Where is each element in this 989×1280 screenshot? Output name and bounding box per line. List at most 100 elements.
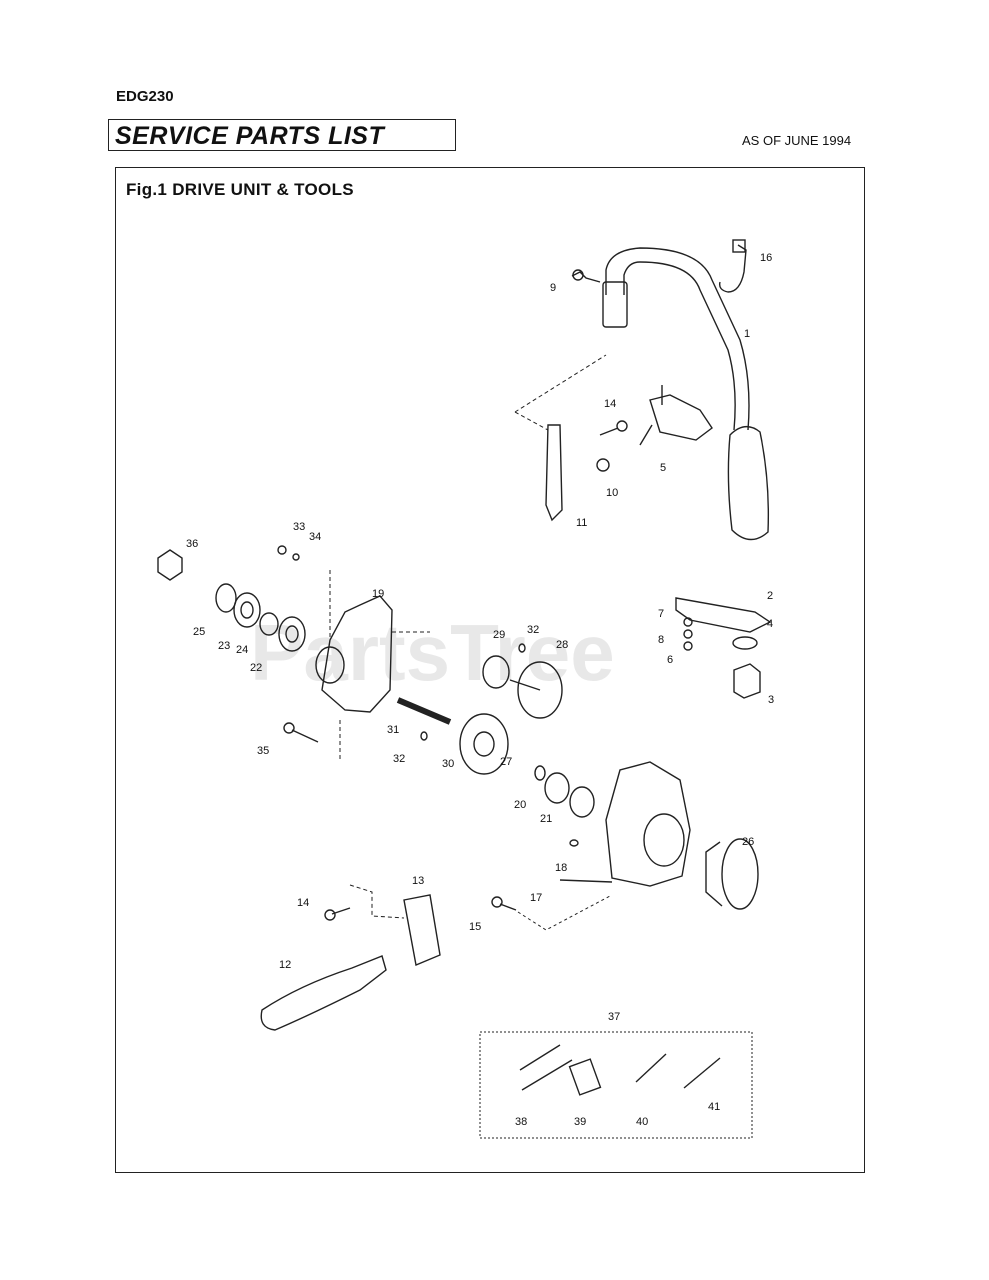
callout-10: 10 <box>606 487 618 499</box>
pin-18 <box>569 839 579 847</box>
callout-labels: 1 2 3 4 5 6 7 8 9 10 11 12 13 14 14 15 1… <box>186 252 774 1128</box>
bolt-35 <box>291 729 319 743</box>
callout-1: 1 <box>744 328 750 340</box>
gear-housing <box>605 761 691 887</box>
callout-8: 8 <box>658 634 664 646</box>
key-32-upper <box>518 643 526 653</box>
model-number: EDG230 <box>116 88 174 105</box>
screw-33 <box>277 545 287 555</box>
callout-6: 6 <box>667 654 673 666</box>
callout-35: 35 <box>257 745 269 757</box>
gear-30 <box>459 713 509 775</box>
leader-13 <box>349 884 405 919</box>
callout-27: 27 <box>500 756 512 768</box>
side-grip-12 <box>260 955 387 1031</box>
callout-36: 36 <box>186 538 198 550</box>
throttle-link <box>639 385 663 446</box>
callout-32-lower: 32 <box>393 753 405 765</box>
part-8 <box>683 629 693 639</box>
bolt-14-top <box>599 427 619 436</box>
gear-28-shaft <box>509 679 541 691</box>
bolt-14-top-head <box>616 420 628 432</box>
callout-9: 9 <box>550 282 556 294</box>
bolt-9-head <box>572 269 584 281</box>
snap-ring-27 <box>534 765 546 781</box>
callout-3: 3 <box>768 694 774 706</box>
figure-frame <box>115 167 865 1173</box>
handle-grip <box>727 426 770 541</box>
bolt-35-head <box>283 722 295 734</box>
handle-bar <box>605 247 750 431</box>
callout-23: 23 <box>218 640 230 652</box>
hook-part <box>718 244 747 293</box>
bracket-11 <box>545 424 563 522</box>
gear-30-hub <box>473 731 495 757</box>
washer-4 <box>732 636 758 650</box>
callout-14-lower: 14 <box>297 897 309 909</box>
callout-30: 30 <box>442 758 454 770</box>
bearing-22 <box>278 616 306 652</box>
callout-2: 2 <box>767 590 773 602</box>
gear-case-19 <box>321 595 393 713</box>
callout-41: 41 <box>708 1101 720 1113</box>
tool-40 <box>635 1053 667 1083</box>
bolt-9 <box>571 271 601 283</box>
callout-20: 20 <box>514 799 526 811</box>
gear-28 <box>517 661 563 719</box>
tool-38 <box>519 1044 573 1091</box>
service-parts-title-box: SERVICE PARTS LIST <box>108 119 456 151</box>
throttle-lever <box>649 394 713 441</box>
callout-25: 25 <box>193 626 205 638</box>
callout-4: 4 <box>767 618 773 630</box>
callout-11: 11 <box>576 517 587 529</box>
washer-34 <box>292 553 300 561</box>
callout-5: 5 <box>660 462 666 474</box>
handle-bar-inner <box>623 261 736 431</box>
nut-10 <box>596 458 610 472</box>
callout-17: 17 <box>530 892 542 904</box>
bolt-14-lower-head <box>324 909 336 921</box>
bearing-22-bore <box>285 625 299 643</box>
callout-22: 22 <box>250 662 262 674</box>
callout-21: 21 <box>540 813 552 825</box>
housing-bore <box>643 813 685 867</box>
callout-32-upper: 32 <box>527 624 539 636</box>
tool-41 <box>683 1057 721 1089</box>
callout-33: 33 <box>293 521 305 533</box>
callout-13: 13 <box>412 875 424 887</box>
part-6 <box>683 641 693 651</box>
callout-28: 28 <box>556 639 568 651</box>
callout-38: 38 <box>515 1116 527 1128</box>
leader-line-upper <box>514 354 607 431</box>
figure-title: Fig.1 DRIVE UNIT & TOOLS <box>126 180 354 199</box>
callout-15: 15 <box>469 921 481 933</box>
clutch-drum-body <box>705 841 723 907</box>
callout-29: 29 <box>493 629 505 641</box>
shaft-31 <box>396 697 452 725</box>
as-of-date: AS OF JUNE 1994 <box>742 133 852 148</box>
washer-24 <box>259 612 279 636</box>
callout-18: 18 <box>555 862 567 874</box>
tool-39 <box>568 1058 602 1096</box>
part-7 <box>683 617 693 627</box>
bolt-15-head <box>491 896 503 908</box>
callout-12: 12 <box>279 959 291 971</box>
bearing-21 <box>569 786 595 818</box>
callout-40: 40 <box>636 1116 648 1128</box>
callout-34: 34 <box>309 531 321 543</box>
nut-36 <box>157 549 183 581</box>
clutch-drum-26 <box>721 838 759 910</box>
callout-31: 31 <box>387 724 399 736</box>
callout-14-upper: 14 <box>604 398 616 410</box>
key-32-lower <box>420 731 428 741</box>
bearing-20 <box>544 772 570 804</box>
page-title: SERVICE PARTS LIST <box>115 122 385 150</box>
gear-29 <box>482 655 510 689</box>
plate-13 <box>403 894 441 966</box>
callout-16: 16 <box>760 252 772 264</box>
callout-26: 26 <box>742 836 754 848</box>
bolt-15 <box>499 903 517 911</box>
gear-case-boss <box>315 646 345 684</box>
tool-kit-box <box>479 1031 753 1139</box>
